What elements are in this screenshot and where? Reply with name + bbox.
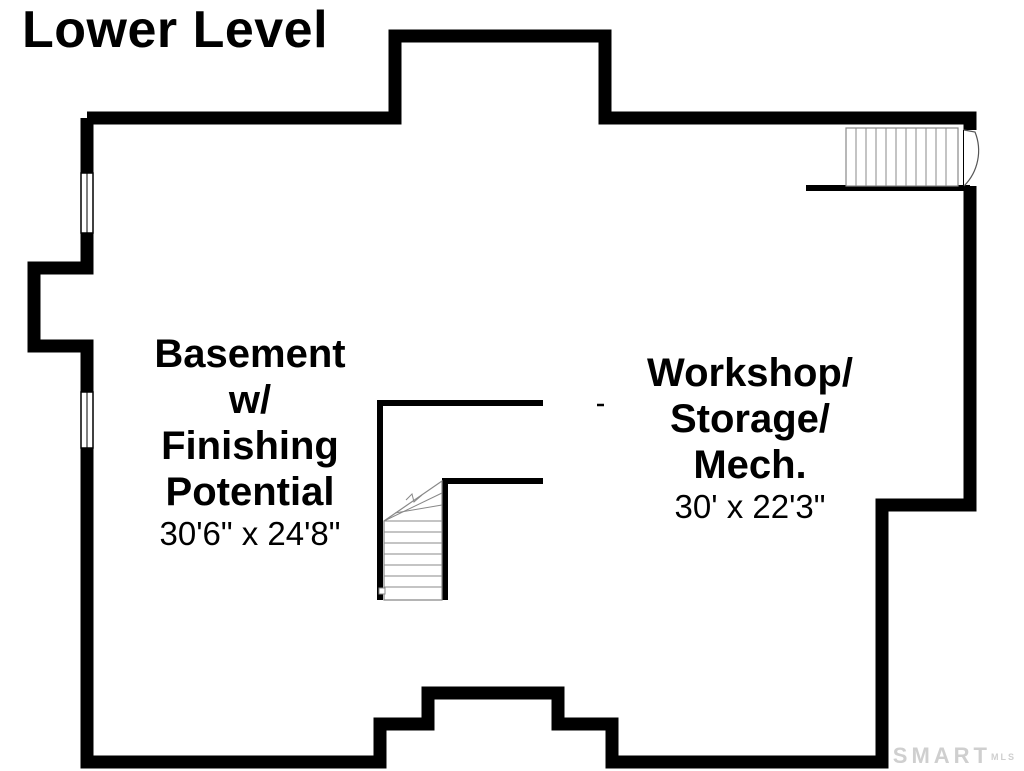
exterior-wall [87,29,977,130]
room-name-line: Storage/ [669,397,831,441]
room-name-line: Workshop/ [647,351,853,395]
room-name-line: Finishing [161,424,339,468]
watermark-sub: MLS [991,752,1016,763]
room-name-line: Basement [154,332,346,376]
window-upper [80,172,94,234]
room-name-line: Mech. [693,443,807,487]
exterior-wall-right [80,186,977,769]
watermark-main: SMART [892,743,991,768]
room-label-basement: Basement w/ Finishing Potential 30'6" x … [120,331,380,553]
exterior-stairs [806,127,970,191]
exterior-wall-bump [27,233,94,392]
room-label-workshop: Workshop/ Storage/ Mech. 30' x 22'3" [600,350,900,526]
room-dimensions: 30'6" x 24'8" [159,515,341,552]
floor-title: Lower Level [22,1,329,59]
room-name-line: Potential [165,470,335,514]
watermark-logo: SMARTMLS [893,743,1016,769]
exterior-door [963,129,980,187]
stair-wall-outer [377,400,543,600]
interior-stairs [378,479,443,601]
stair-wall-inner [442,478,543,600]
room-name-line: w/ [228,378,272,422]
room-dimensions: 30' x 22'3" [674,488,826,525]
window-lower [80,391,94,449]
